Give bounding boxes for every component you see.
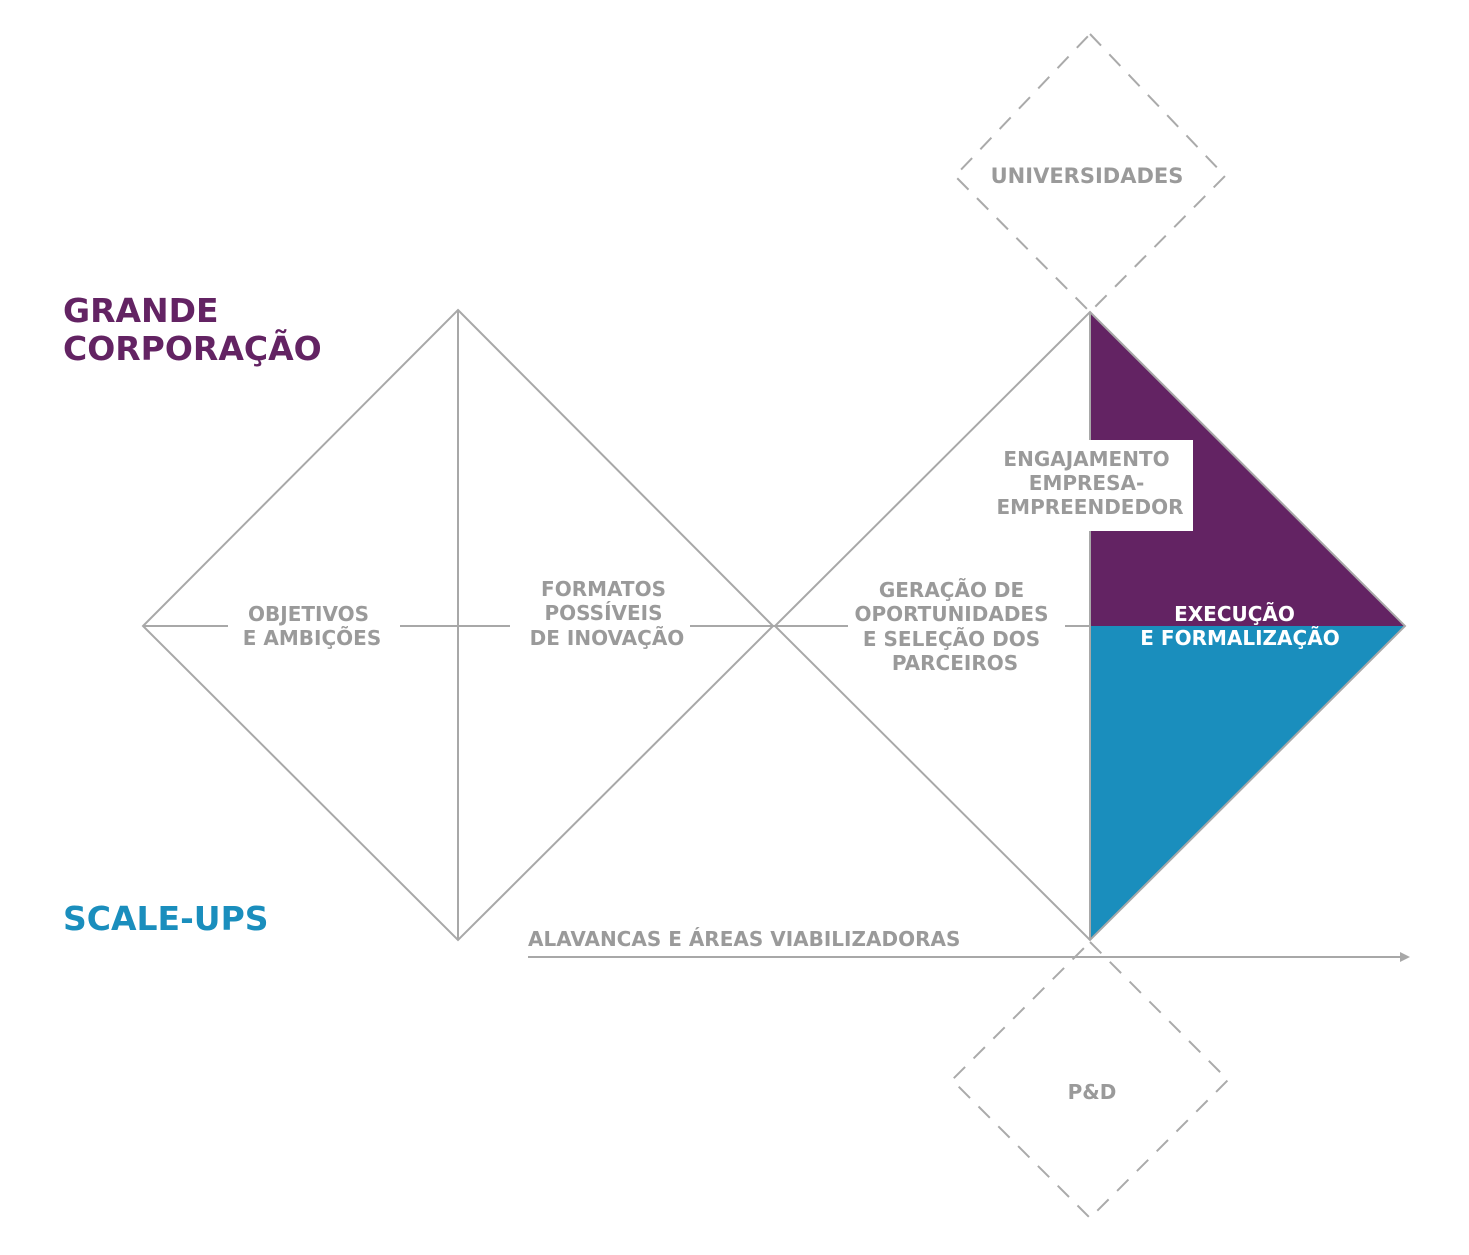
stage-engajamento-line-1: ENGAJAMENTO bbox=[1003, 447, 1169, 471]
universidades-label: UNIVERSIDADES bbox=[991, 164, 1184, 188]
stage-engajamento-line-2: EMPRESA- bbox=[1029, 471, 1144, 495]
universidades-diamond bbox=[953, 32, 1227, 314]
stage-geracao-line-2: OPORTUNIDADES bbox=[855, 602, 1049, 626]
stage-execucao-line-1: EXECUÇÃO bbox=[1174, 602, 1295, 626]
engajamento-box bbox=[992, 440, 1193, 531]
stage-execucao-label: EXECUÇÃO E FORMALIZAÇÃO bbox=[1140, 602, 1339, 650]
stage-objetivos-line-1: OBJETIVOS bbox=[248, 602, 369, 626]
stage-geracao-line-1: GERAÇÃO DE bbox=[879, 578, 1024, 602]
corporate-label: GRANDE CORPORAÇÃO bbox=[63, 292, 322, 368]
stage-engajamento-line-3: EMPREENDEDOR bbox=[997, 495, 1184, 519]
stage-formatos-line-1: FORMATOS bbox=[541, 577, 666, 601]
stage-geracao-line-3: E SELEÇÃO DOS bbox=[863, 627, 1040, 651]
stage-geracao-label: GERAÇÃO DE OPORTUNIDADES E SELEÇÃO DOS P… bbox=[855, 578, 1056, 675]
axis-arrowhead bbox=[1400, 952, 1410, 962]
corporate-label-line-1: GRANDE bbox=[63, 291, 219, 330]
pd-label: P&D bbox=[1068, 1080, 1117, 1104]
corporate-label-line-2: CORPORAÇÃO bbox=[63, 328, 322, 368]
stage-formatos-line-2: POSSÍVEIS bbox=[545, 601, 663, 625]
scaleups-label: SCALE-UPS bbox=[63, 899, 269, 938]
pd-diamond bbox=[950, 940, 1230, 1220]
stage-formatos-line-3: DE INOVAÇÃO bbox=[530, 626, 685, 650]
stage-objetivos-line-2: E AMBIÇÕES bbox=[243, 626, 381, 650]
stage-engajamento-label: ENGAJAMENTO EMPRESA- EMPREENDEDOR bbox=[997, 447, 1184, 519]
axis-label: ALAVANCAS E ÁREAS VIABILIZADORAS bbox=[528, 927, 960, 951]
stage-geracao-line-4: PARCEIROS bbox=[892, 651, 1018, 675]
stage-objetivos-label: OBJETIVOS E AMBIÇÕES bbox=[243, 602, 381, 650]
stage-formatos-label: FORMATOS POSSÍVEIS DE INOVAÇÃO bbox=[530, 577, 685, 650]
stage-execucao-line-2: E FORMALIZAÇÃO bbox=[1140, 626, 1339, 650]
